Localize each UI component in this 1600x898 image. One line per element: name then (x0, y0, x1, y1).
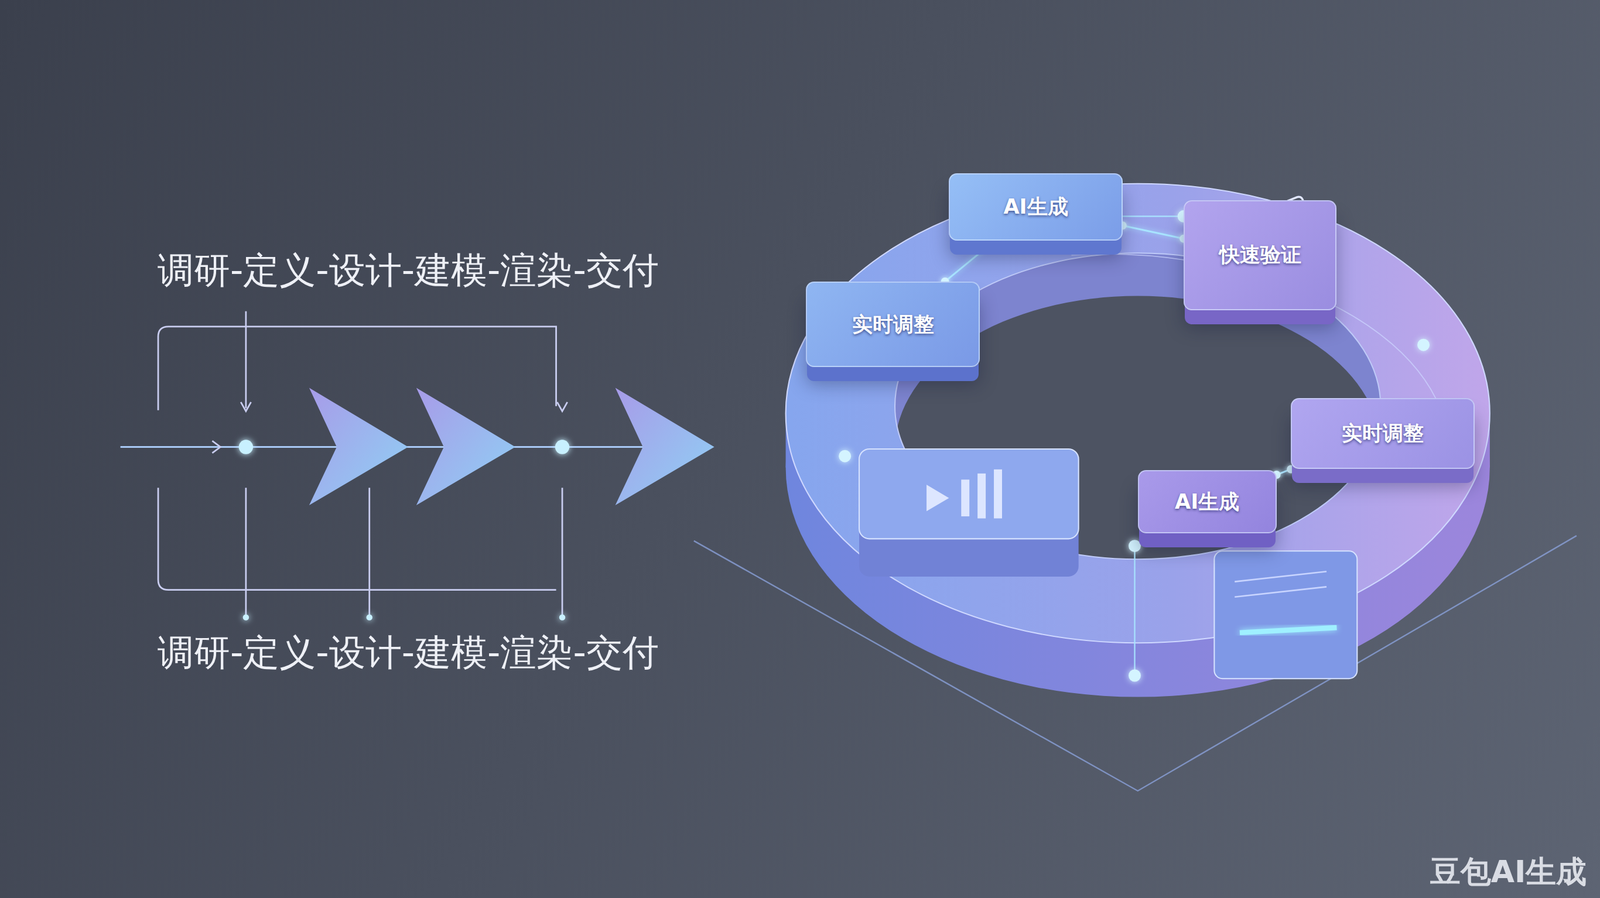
ring-step-box: AI生成 (1137, 470, 1277, 534)
step-label: 实时调整 (1341, 419, 1424, 448)
connector (941, 236, 1000, 286)
ring-step-box: AI生成 (948, 173, 1123, 241)
loop-ring (785, 183, 1490, 698)
panel-block (1214, 551, 1357, 679)
ring-step-box: 实时调整 (805, 281, 980, 368)
step-label: AI生成 (1003, 193, 1068, 221)
process-steps-text: 调研-定义-设计-建模-渲染-交付 (157, 245, 659, 296)
ring-leads (1122, 216, 1185, 676)
watermark: 豆包AI生成 (1430, 852, 1588, 894)
process-steps-text: 调研-定义-设计-建模-渲染-交付 (157, 628, 659, 678)
ring-step-box: 快速验证 (1183, 200, 1337, 311)
flow-dots (238, 439, 570, 621)
connector-line (1122, 225, 1185, 239)
chevrons (309, 387, 715, 505)
linear-flow (120, 311, 705, 616)
step-label: 实时调整 (852, 310, 935, 339)
step-label: AI生成 (1174, 488, 1240, 516)
connector (1118, 221, 1189, 243)
ring-step-box: 实时调整 (1290, 398, 1475, 470)
connector-line (945, 240, 996, 282)
media-block (859, 449, 1079, 577)
step-label: 快速验证 (1219, 241, 1302, 269)
